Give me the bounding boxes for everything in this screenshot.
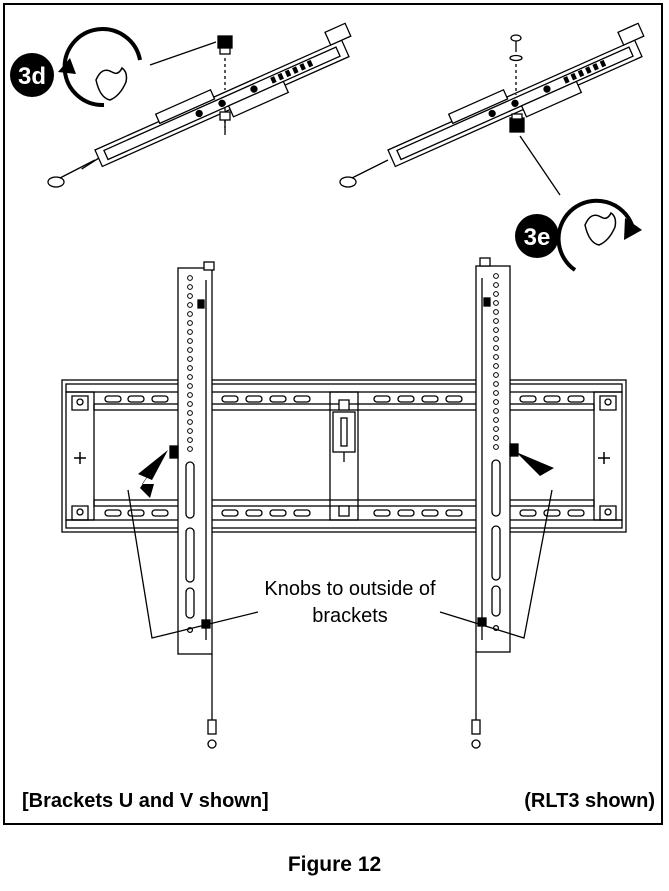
caption-model: (RLT3 shown) [524,790,655,812]
step-3d-badge: 3d [10,53,54,97]
bracket-right [471,257,519,749]
bolt-icon [219,111,231,135]
arrow-icon [138,450,168,498]
step-3e-badge: 3e [515,214,559,258]
rail-assembly-3e [339,22,645,196]
rail-assembly-3d [47,22,352,188]
rotate-cw-hand-icon [556,198,642,272]
step-3e-label: 3e [524,224,551,251]
figure-title: Figure 12 [287,853,382,876]
callout-knobs-note: Knobs to outside of brackets [264,578,436,627]
step-3d-label: 3d [18,63,46,90]
bracket-left [169,261,217,749]
wall-plate [61,379,627,533]
knob-icon [509,113,525,133]
screw-icon [509,34,523,62]
rotate-ccw-hand-icon [58,27,142,108]
arrow-icon [516,452,554,476]
callout-leaders [127,489,553,639]
knob-icon [217,35,233,55]
caption-brackets: [Brackets U and V shown] [22,790,269,812]
